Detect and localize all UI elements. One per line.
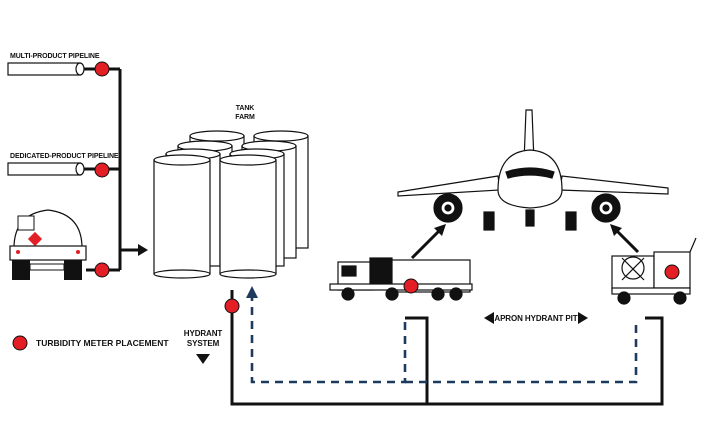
turbidity-meter-multi-product bbox=[94, 61, 110, 77]
airplane-icon bbox=[397, 109, 669, 231]
truck-to-plane-arrowhead-icon bbox=[434, 224, 446, 236]
return-arrow-icon bbox=[246, 286, 258, 298]
turbidity-meter-dispenser bbox=[664, 264, 680, 280]
hydrant-supply-line bbox=[230, 290, 664, 406]
truck-to-plane-arrow bbox=[410, 228, 442, 260]
legend-meter-icon bbox=[12, 335, 28, 351]
apron-hydrant-pit-label: APRON HYDRANT PIT bbox=[494, 314, 577, 323]
tanker-truck-icon bbox=[9, 209, 87, 280]
tank-farm-label-line2: FARM bbox=[235, 114, 255, 121]
inbound-pipes bbox=[84, 67, 148, 272]
dispenser-to-plane-arrow bbox=[614, 228, 640, 254]
legend: TURBIDITY METER PLACEMENT bbox=[12, 335, 169, 351]
multi-product-pipeline: MULTI-PRODUCT PIPELINE bbox=[7, 53, 100, 76]
turbidity-meter-dedicated-product bbox=[94, 162, 110, 178]
left-arrow-icon bbox=[484, 312, 494, 324]
hydrant-system-label-line1: HYDRANT bbox=[184, 329, 223, 338]
legend-label: TURBIDITY METER PLACEMENT bbox=[36, 338, 169, 348]
dispenser-to-plane-arrowhead-icon bbox=[610, 224, 622, 236]
right-arrow-icon bbox=[578, 312, 588, 324]
hydrant-dispenser-cart-icon bbox=[611, 237, 697, 305]
turbidity-meter-truck bbox=[94, 262, 110, 278]
dedicated-product-pipeline-label: DEDICATED-PRODUCT PIPELINE bbox=[10, 153, 119, 160]
turbidity-meter-fuel-truck bbox=[403, 278, 419, 294]
hydrant-return-line bbox=[250, 296, 638, 384]
turbidity-meter-tank-outlet bbox=[224, 298, 240, 314]
down-arrow-icon bbox=[196, 354, 210, 364]
hydrant-fuel-truck-icon bbox=[329, 257, 473, 301]
multi-product-pipeline-label: MULTI-PRODUCT PIPELINE bbox=[10, 53, 100, 60]
hydrant-system-label-line2: SYSTEM bbox=[187, 339, 220, 348]
tank-farm bbox=[153, 130, 309, 279]
tank-farm-label-line1: TANK bbox=[236, 105, 255, 112]
